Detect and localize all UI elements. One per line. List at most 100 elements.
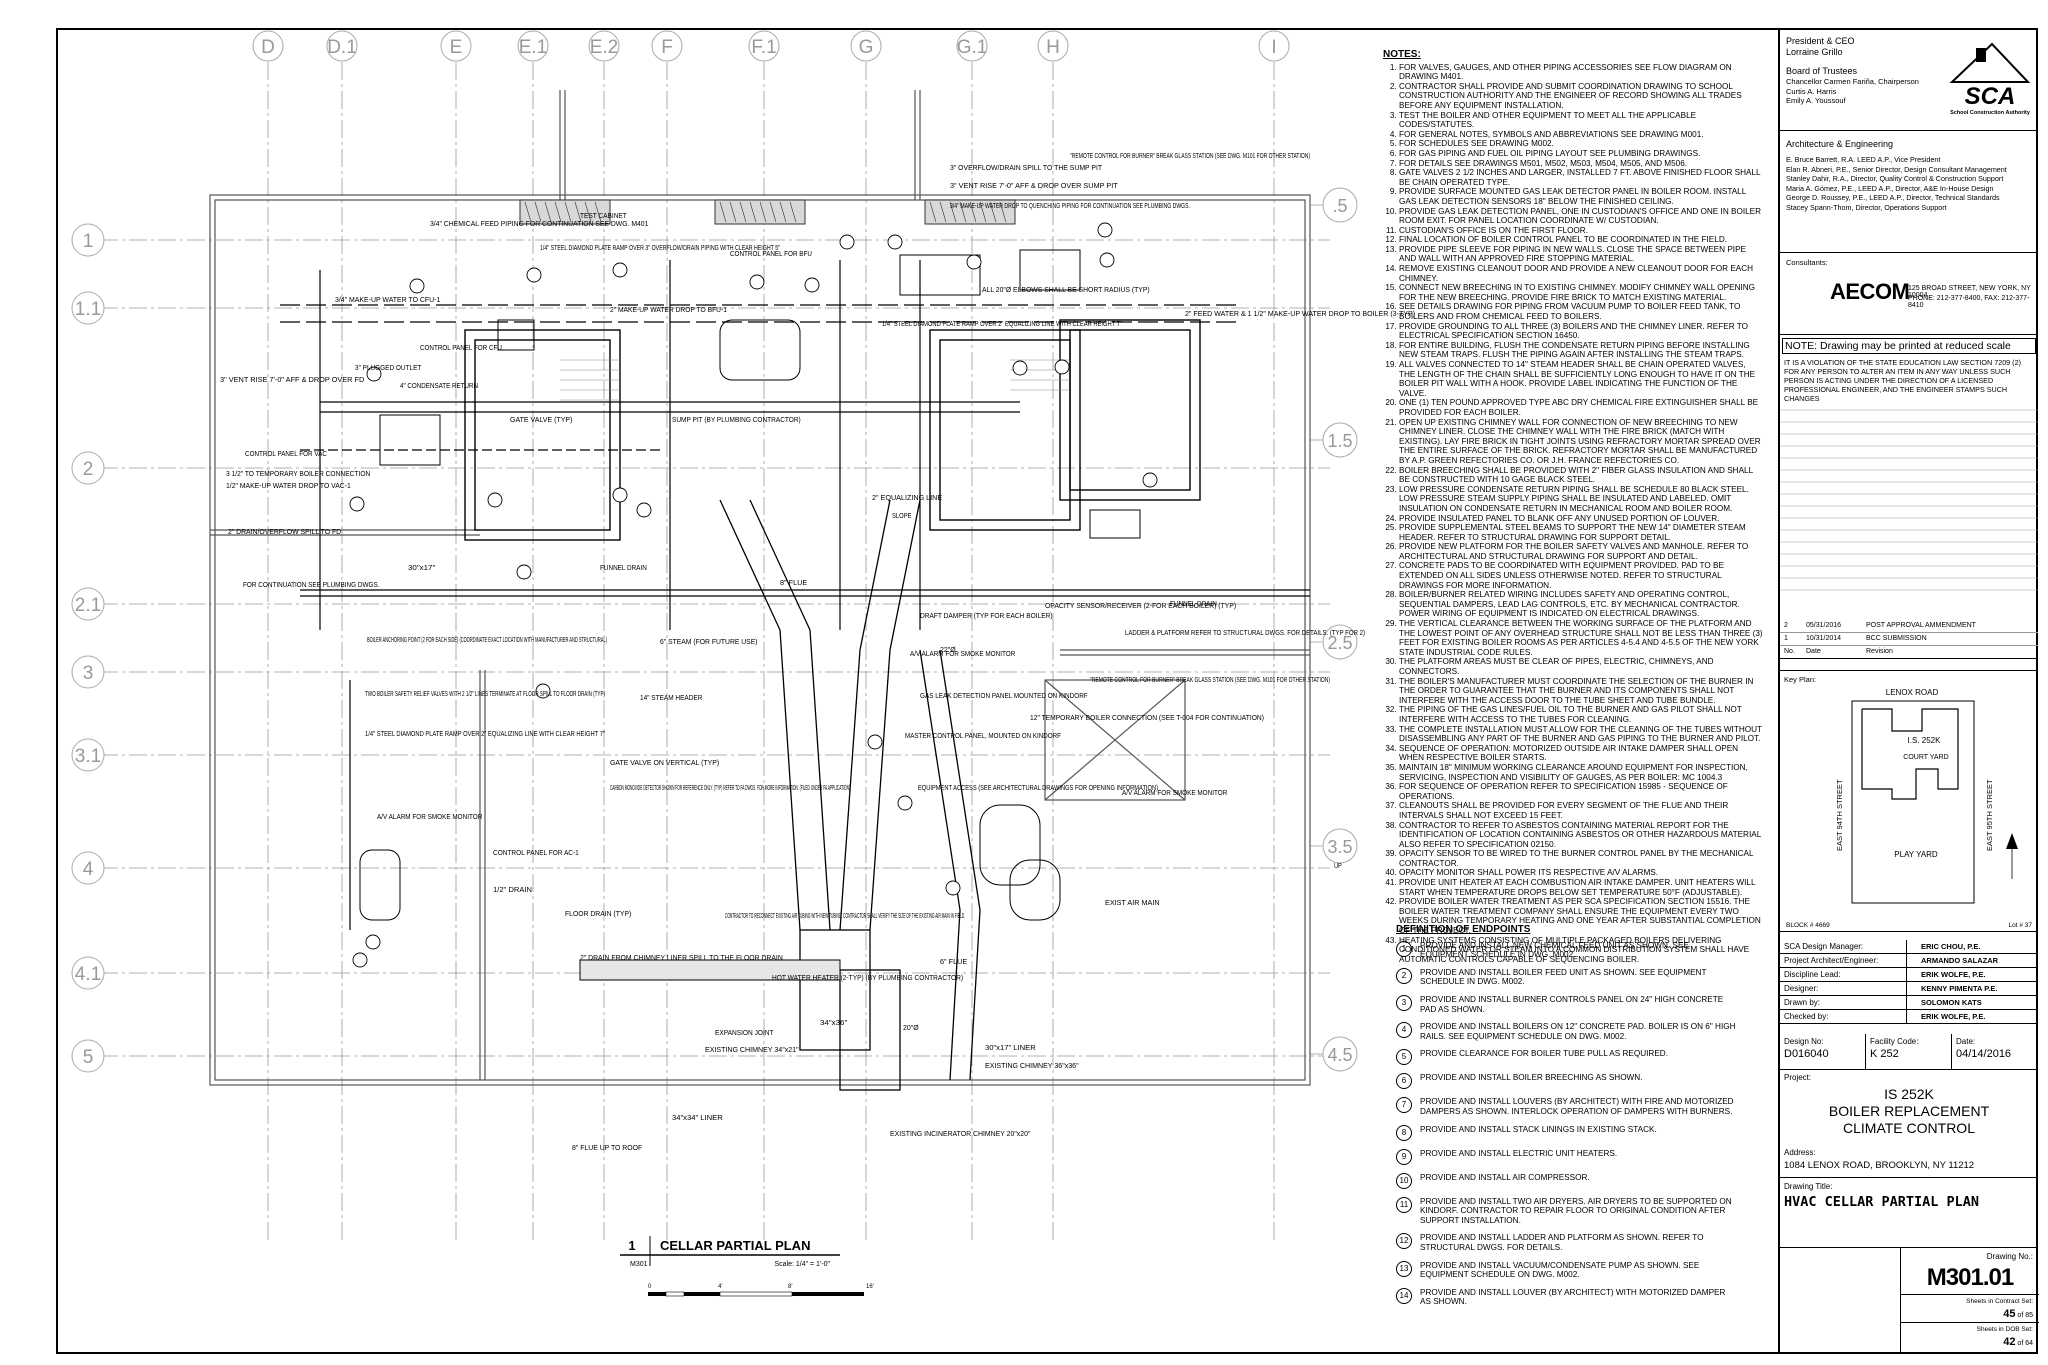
endpoint-number-icon: 1	[1396, 940, 1412, 957]
plan-annotation: CONTROL PANEL FOR AC-1	[493, 848, 579, 857]
note-item: THE PIPING OF THE GAS LINES/FUEL OIL TO …	[1399, 705, 1763, 724]
plan-annotation: A/V ALARM FOR SMOKE MONITOR	[1122, 788, 1227, 797]
note-item: PROVIDE INSULATED PANEL TO BLANK OFF ANY…	[1399, 514, 1763, 524]
consultant-phone: PHONE: 212-377-8400, FAX: 212-377-8410	[1908, 295, 2030, 309]
plan-annotation: ALL 20"Ø ELBOWS SHALL BE SHORT RADIUS (T…	[982, 285, 1150, 294]
general-notes: NOTES: FOR VALVES, GAUGES, AND OTHER PIP…	[1383, 50, 1763, 964]
plan-sheet-ref: M301	[630, 1261, 648, 1268]
note-item: THE COMPLETE INSTALLATION MUST ALLOW FOR…	[1399, 725, 1763, 744]
endpoint-number-icon: 10	[1396, 1172, 1412, 1189]
rev-date: 05/31/2016	[1806, 622, 1842, 629]
endpoint-text: PROVIDE AND INSTALL STACK LININGS IN EXI…	[1420, 1124, 1657, 1134]
keyplan-left-street: EAST 94TH STREET	[1835, 779, 1844, 851]
plan-annotation: FOR CONTINUATION SEE PLUMBING DWGS.	[243, 580, 380, 589]
plan-annotation: SUMP PIT (BY PLUMBING CONTRACTOR)	[672, 415, 801, 424]
revision-table: 2 05/31/2016 POST APPROVAL AMMENDMENT 1 …	[1780, 620, 2038, 659]
note-item: BOILER/BURNER RELATED WIRING INCLUDES SA…	[1399, 590, 1763, 619]
keyplan-court-yard: COURT YARD	[1903, 754, 1948, 761]
design-info-row: Design No: D016040 Facility Code: K 252 …	[1780, 1034, 2038, 1070]
endpoint-callout-icon	[945, 880, 961, 896]
sig-role: Designer:	[1780, 982, 1907, 995]
grid-bubble-column	[588, 30, 620, 62]
grid-bubble-column	[651, 30, 683, 62]
plan-scale: Scale: 1/4" = 1'-0"	[774, 1261, 830, 1268]
grid-label-row: 1	[83, 231, 94, 252]
endpoint-callout-icon	[1099, 252, 1115, 268]
grid-label-row-half: 2.5	[1327, 633, 1352, 653]
note-item: PROVIDE GROUNDING TO ALL THREE (3) BOILE…	[1399, 322, 1763, 341]
grid-label-row: 2.1	[75, 595, 101, 616]
plan-annotation: CARBON MONOXIDE DETECTOR SHOWN FOR REFER…	[610, 783, 850, 792]
note-item: OPACITY MONITOR SHALL POWER ITS RESPECTI…	[1399, 868, 1763, 878]
scale-tick-4: 4'	[718, 1284, 722, 1290]
key-plan: Key Plan: LENOX ROAD I.S. 252K COURT YAR…	[1780, 670, 2038, 932]
sig-name: ERIK WOLFE, P.E.	[1921, 970, 1986, 979]
endpoint-callout-icon	[409, 278, 425, 294]
grid-bubble-column	[517, 30, 549, 62]
endpoint-callout-icon	[749, 274, 765, 290]
endpoint-callout-icon	[366, 366, 382, 382]
endpoint-text: PROVIDE AND INSTALL AIR COMPRESSOR.	[1420, 1172, 1590, 1182]
board-member: Emily A. Youssouf	[1786, 96, 1846, 105]
ae-member: Elan R. Abneri, P.E., Senior Director, D…	[1786, 164, 2007, 174]
piping	[280, 260, 1310, 930]
endpoints-heading: DEFINITION OF ENDPOINTS	[1396, 924, 1531, 935]
plan-annotation: SLOPE	[892, 511, 912, 520]
plan-annotation: UP	[1334, 861, 1342, 870]
endpoint-callout-icon	[516, 564, 532, 580]
drawing-title: HVAC CELLAR PARTIAL PLAN	[1784, 1194, 1980, 1210]
drawing-number-box: Drawing No.: M301.01 Sheets in Contract …	[1900, 1248, 2039, 1352]
notes-list: FOR VALVES, GAUGES, AND OTHER PIPING ACC…	[1383, 63, 1763, 965]
grid-label-column: H	[1046, 37, 1060, 58]
violation-text: IT IS A VIOLATION OF THE STATE EDUCATION…	[1784, 358, 2021, 403]
note-item: THE BOILER'S MANUFACTURER MUST COORDINAT…	[1399, 677, 1763, 706]
endpoint-callout-icon	[1097, 222, 1113, 238]
endpoint-callout-icon	[487, 492, 503, 508]
plan-annotation: TEST CABINET	[580, 211, 627, 220]
ae-title: Architecture & Engineering	[1786, 139, 1894, 149]
ceo-name: Lorraine Grillo	[1786, 47, 1843, 57]
plan-annotation: CONTRACTOR TO RECONNECT EXISTING AIR TUB…	[725, 911, 965, 920]
boilers	[464, 319, 1201, 541]
project-line: CLIMATE CONTROL	[1843, 1120, 1975, 1136]
plan-annotation: 2" DRAIN/OVERFLOW SPILL TO FD	[228, 527, 341, 536]
note-item: FOR DETAILS SEE DRAWINGS M501, M502, M50…	[1399, 159, 1763, 169]
sig-name: ARMANDO SALAZAR	[1921, 956, 1999, 965]
grid-bubble-row	[71, 956, 105, 990]
note-item: PROVIDE BOILER WATER TREATMENT AS PER SC…	[1399, 897, 1763, 935]
plan-annotation: 6" STEAM (FOR FUTURE USE)	[660, 637, 758, 646]
rev-no: 2	[1784, 622, 1788, 629]
endpoint-callout-icon	[887, 234, 903, 250]
design-no-label: Design No:	[1784, 1037, 1824, 1046]
plan-annotation: EXISTING CHIMNEY 36"x36"	[985, 1061, 1079, 1070]
grid-label-row-half: 3.5	[1327, 837, 1352, 857]
grid-bubble-row-half	[1322, 187, 1358, 223]
grid-label-row: 4	[83, 859, 94, 880]
endpoint-callout-icon	[352, 952, 368, 968]
plan-annotation: 30"x17" LINER	[985, 1043, 1036, 1052]
note-item: BOILER BREECHING SHALL BE PROVIDED WITH …	[1399, 466, 1763, 485]
grid-label-row: 5	[83, 1047, 94, 1068]
rev-header-revision: Revision	[1866, 648, 1893, 655]
plan-annotation: 22"Ø	[940, 645, 956, 654]
plan-annotation: 8" FLUE	[780, 578, 808, 587]
plan-annotation: 6" FLUE	[940, 957, 968, 966]
sig-role: Discipline Lead:	[1780, 968, 1907, 981]
endpoint-callout-icon	[804, 277, 820, 293]
note-item: ONE (1) TEN POUND APPROVED TYPE ABC DRY …	[1399, 398, 1763, 417]
board-title: Board of Trustees	[1786, 66, 1858, 76]
ceo-title: President & CEO	[1786, 36, 1855, 46]
plan-annotation: "REMOTE CONTROL FOR BURNER" BREAK GLASS …	[1070, 151, 1310, 160]
grid-bubble-column	[1258, 30, 1290, 62]
endpoint-text: PROVIDE AND INSTALL LADDER AND PLATFORM …	[1420, 1233, 1704, 1252]
keyplan-block: BLOCK # 4669	[1786, 922, 1830, 929]
note-item: CONCRETE PADS TO BE COORDINATED WITH EQU…	[1399, 561, 1763, 590]
plan-annotation: LADDER & PLATFORM REFER TO STRUCTURAL DW…	[1125, 628, 1365, 637]
contract-sheet-number: 45	[2003, 1308, 2016, 1320]
north-arrow-icon	[2006, 833, 2018, 879]
